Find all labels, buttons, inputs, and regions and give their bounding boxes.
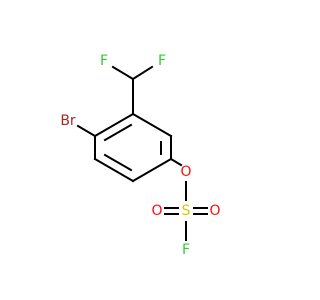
atom-o-link-label: O bbox=[180, 164, 191, 180]
atom-s-label: S bbox=[182, 203, 191, 219]
bond-ring bbox=[131, 112, 173, 138]
bond-c-f2 bbox=[131, 65, 154, 81]
bond-ring bbox=[93, 112, 135, 138]
atom-o-left-label: O bbox=[151, 203, 162, 219]
structure-diagram: F F Br O S O O F bbox=[60, 53, 221, 258]
bond-c-br bbox=[76, 124, 97, 138]
bond-c-o bbox=[169, 157, 183, 167]
atom-f-sulfonyl-label: F bbox=[182, 242, 190, 258]
bond-ring bbox=[131, 157, 173, 183]
bond-ring bbox=[103, 153, 133, 172]
atom-f1-label: F bbox=[100, 53, 108, 69]
molecule-drawing: F F Br O S O O F bbox=[60, 53, 220, 258]
bond-ring bbox=[93, 157, 135, 183]
bond-ring bbox=[103, 123, 133, 142]
atom-f2-label: F bbox=[158, 53, 166, 69]
atom-o-right-label: O bbox=[209, 203, 220, 219]
atom-br-label: Br bbox=[60, 113, 76, 129]
bond-c-f1 bbox=[111, 65, 135, 81]
